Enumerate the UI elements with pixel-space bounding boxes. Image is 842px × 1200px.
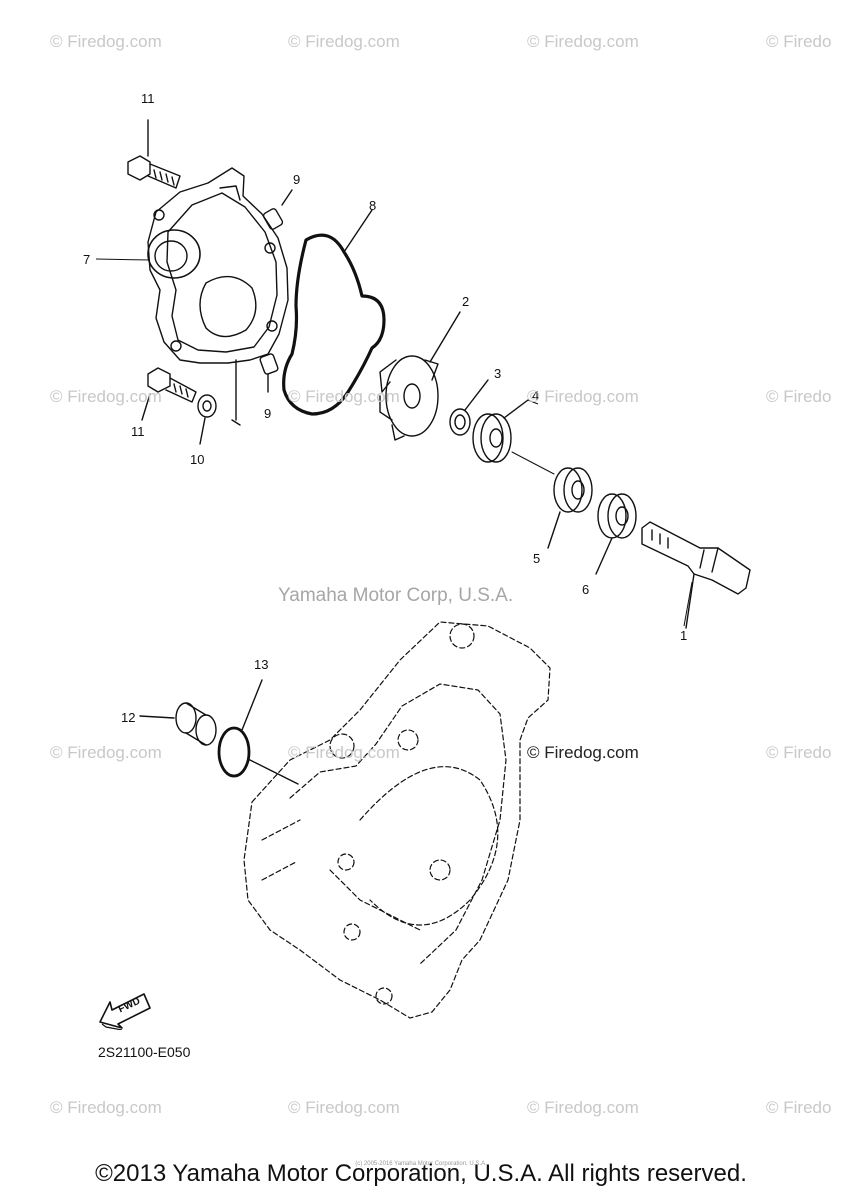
gasket-part (282, 209, 386, 416)
watermark-r3-c3-dark: © Firedog.com (527, 743, 639, 762)
callout-13: 13 (254, 657, 269, 672)
dowel-pin-lower (259, 353, 279, 393)
o-ring-part (217, 679, 299, 785)
watermark-r2-c3: © Firedog.com (527, 387, 639, 406)
watermark-r1-c1: © Firedog.com (50, 32, 162, 51)
callout-2: 2 (462, 294, 470, 309)
watermark-r1-c3: © Firedog.com (527, 32, 639, 51)
watermark-r2-c2: © Firedog.com (288, 387, 400, 406)
watermark-yamaha-center: Yamaha Motor Corp, U.S.A. (278, 585, 514, 606)
impeller-shaft-part (641, 521, 751, 629)
watermark-r3-c2: © Firedog.com (288, 743, 400, 762)
watermark-r4-c3: © Firedog.com (527, 1098, 639, 1117)
callout-9-lower: 9 (264, 406, 272, 421)
callout-11-upper: 11 (141, 91, 155, 106)
watermark-r4-c4: © Firedo (766, 1098, 832, 1117)
callout-11-lower: 11 (131, 424, 145, 439)
callout-4: 4 (532, 388, 540, 403)
callout-3: 3 (494, 366, 502, 381)
callout-7: 7 (83, 252, 91, 267)
oil-seal-part (449, 379, 489, 436)
watermark-r3-c4: © Firedo (766, 743, 832, 762)
crankcase-outline (243, 621, 551, 1019)
watermark-r2-c4: © Firedo (766, 387, 832, 406)
forward-arrow-icon (99, 993, 151, 1030)
pump-cover-part (147, 167, 289, 426)
watermark-r1-c2: © Firedog.com (288, 32, 400, 51)
watermark-r2-c1: © Firedog.com (50, 387, 162, 406)
callout-12: 12 (121, 710, 136, 725)
bearing-part-6 (595, 493, 637, 575)
mechanical-seal-part (472, 399, 529, 463)
tiny-copyright-text: (c) 2005-2016 Yamaha Motor Corporation, … (355, 1161, 487, 1167)
callout-1: 1 (680, 628, 688, 643)
callout-5: 5 (533, 551, 541, 566)
diagram-reference-code: 2S21100-E050 (98, 1044, 191, 1060)
washer-part (197, 394, 217, 445)
collar-part (139, 702, 217, 746)
callout-6: 6 (582, 582, 590, 597)
flange-bolt-upper (127, 119, 181, 189)
flange-bolt-lower (141, 367, 197, 421)
watermark-r4-c1: © Firedog.com (50, 1098, 162, 1117)
dowel-pin-upper (262, 189, 293, 230)
callout-9-upper: 9 (293, 172, 301, 187)
callout-8: 8 (369, 198, 377, 213)
impeller-part (379, 311, 461, 441)
bearing-part-5 (547, 467, 593, 549)
watermark-r4-c2: © Firedog.com (288, 1098, 400, 1117)
callout-10: 10 (190, 452, 205, 467)
copyright-footer: ©2013 Yamaha Motor Corporation, U.S.A. A… (95, 1160, 747, 1187)
watermark-r1-c4: © Firedo (766, 32, 832, 51)
watermark-r3-c1: © Firedog.com (50, 743, 162, 762)
